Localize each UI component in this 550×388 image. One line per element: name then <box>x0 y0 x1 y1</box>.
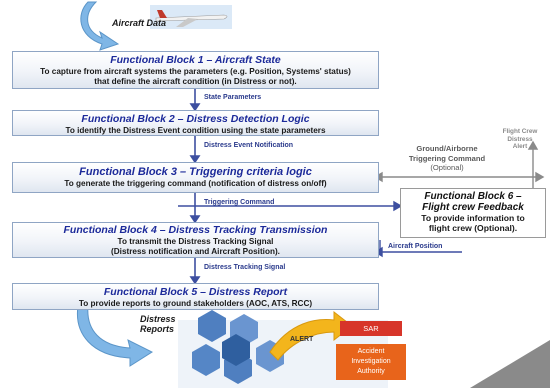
block-6-desc-line-1: To provide information to <box>421 213 525 223</box>
block-3-title: Functional Block 3 – Triggering criteria… <box>79 166 312 178</box>
accident-investigation-authority-box: Accident Investigation Authority <box>336 344 406 380</box>
block-6-title-line-2: Flight crew Feedback <box>422 202 524 213</box>
functional-block-5: Functional Block 5 – Distress Report To … <box>12 283 379 310</box>
ground-airborne-triggering-label: Ground/Airborne Triggering Command (Opti… <box>408 144 486 172</box>
block-3-desc-line-1: To generate the triggering command (noti… <box>64 179 327 188</box>
connector-distress-event-notification: Distress Event Notification <box>204 142 294 149</box>
sar-box: SAR <box>340 321 402 336</box>
block-1-desc-line-1: To capture from aircraft systems the par… <box>40 67 351 76</box>
block-4-title: Functional Block 4 – Distress Tracking T… <box>63 224 328 236</box>
functional-block-4: Functional Block 4 – Distress Tracking T… <box>12 222 379 258</box>
functional-block-2: Functional Block 2 – Distress Detection … <box>12 110 379 136</box>
block-1-desc-line-2: that define the aircraft condition (in D… <box>94 77 297 86</box>
block-2-title: Functional Block 2 – Distress Detection … <box>81 113 310 125</box>
block-5-desc-line-1: To provide reports to ground stakeholder… <box>78 299 313 308</box>
connector-distress-tracking-signal: Distress Tracking Signal <box>204 264 286 271</box>
block-4-desc-line-1: To transmit the Distress Tracking Signal <box>117 237 274 246</box>
aircraft-position-label: Aircraft Position <box>388 243 443 250</box>
functional-block-1: Functional Block 1 – Aircraft State To c… <box>12 51 379 89</box>
functional-block-3: Functional Block 3 – Triggering criteria… <box>12 162 379 193</box>
block-6-title-line-1: Functional Block 6 – <box>424 191 522 202</box>
block-1-title: Functional Block 1 – Aircraft State <box>110 54 281 66</box>
block-5-title: Functional Block 5 – Distress Report <box>103 286 288 298</box>
aircraft-data-label: Aircraft Data <box>112 18 167 28</box>
block-4-desc-line-2: (Distress notification and Aircraft Posi… <box>111 247 280 256</box>
flight-crew-distress-alert-label: Flight Crew Distress Alert <box>502 128 538 150</box>
aircraft-data-arrow <box>80 1 120 51</box>
connector-state-parameters: State Parameters <box>204 94 262 101</box>
block-2-desc-line-1: To identify the Distress Event condition… <box>65 126 326 135</box>
block-6-desc-line-2: flight crew (Optional). <box>428 223 518 233</box>
distress-reports-arrow <box>76 305 154 367</box>
distress-reports-label: Distress Reports <box>140 314 176 334</box>
functional-block-6: Functional Block 6 – Flight crew Feedbac… <box>400 188 546 238</box>
airplane-icon <box>150 5 232 29</box>
connector-triggering-command: Triggering Command <box>204 199 275 206</box>
alert-label: ALERT <box>290 336 314 343</box>
